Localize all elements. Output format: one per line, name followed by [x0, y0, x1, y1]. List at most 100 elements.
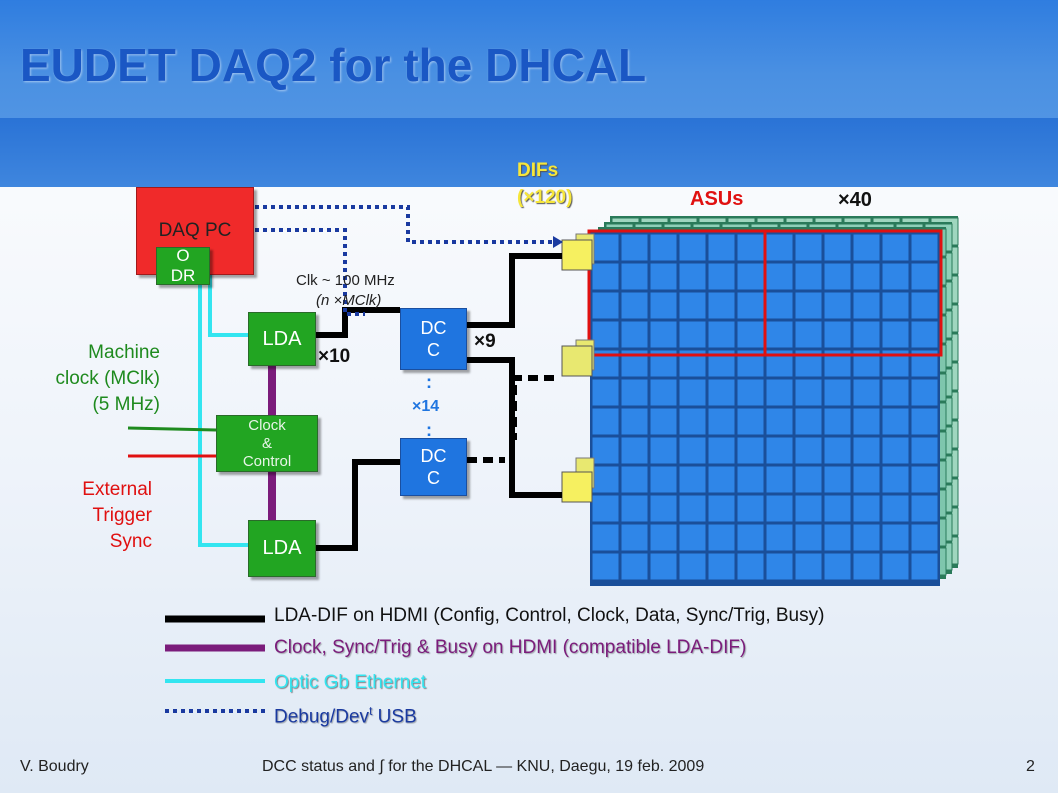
- asu-cell: [678, 523, 707, 552]
- asu-cell: [852, 320, 881, 349]
- asu-cell: [591, 233, 620, 262]
- mult-14-label: ×14: [412, 398, 440, 415]
- asu-cell: [823, 320, 852, 349]
- asu-cell: [591, 291, 620, 320]
- dots-upper: :: [426, 372, 432, 392]
- asu-cell: [736, 407, 765, 436]
- asu-cell: [765, 320, 794, 349]
- asu-cell: [794, 378, 823, 407]
- asu-cell: [707, 494, 736, 523]
- legend-clock-text: Clock, Sync/Trig & Busy on HDMI (compati…: [274, 637, 747, 658]
- asu-highlight-outline: [763, 229, 943, 357]
- asu-cell: [678, 233, 707, 262]
- asu-cell: [794, 320, 823, 349]
- difs-count: (×120): [517, 187, 573, 208]
- asu-cell: [823, 465, 852, 494]
- asu-cell: [707, 407, 736, 436]
- asu-cell: [881, 291, 910, 320]
- mult-10-label: ×10: [318, 346, 351, 367]
- asu-cell: [910, 436, 939, 465]
- dif-top: [561, 239, 593, 271]
- asu-cell: [794, 407, 823, 436]
- header-band: [0, 118, 1058, 187]
- asu-cell: [591, 262, 620, 291]
- asu-cell: [823, 407, 852, 436]
- asu-cell: [620, 320, 649, 349]
- asu-cell: [910, 494, 939, 523]
- asu-cell: [823, 233, 852, 262]
- optic-line-lda-top: [208, 275, 248, 337]
- asu-cell: [620, 552, 649, 581]
- dcc-top-box: DC C: [400, 308, 467, 370]
- asu-cell: [707, 552, 736, 581]
- asu-cell: [707, 523, 736, 552]
- asu-cell: [736, 233, 765, 262]
- external-trigger-label: External Trigger Sync: [82, 479, 152, 552]
- asu-cell: [910, 465, 939, 494]
- asu-cell: [678, 465, 707, 494]
- lda-bottom-box: LDA: [248, 520, 316, 577]
- asu-cell: [620, 378, 649, 407]
- asu-cell: [910, 291, 939, 320]
- asu-cell: [823, 523, 852, 552]
- asu-cell: [881, 465, 910, 494]
- asu-cell: [852, 552, 881, 581]
- asu-cell: [591, 494, 620, 523]
- asu-cell: [823, 378, 852, 407]
- asu-cell: [910, 523, 939, 552]
- page-number: 2: [1026, 758, 1035, 775]
- asu-cell: [678, 320, 707, 349]
- usb-line-dcc: [255, 228, 365, 316]
- asu-cell: [620, 523, 649, 552]
- asu-cell: [881, 233, 910, 262]
- asu-cell: [707, 465, 736, 494]
- legend-debug-text: Debug/Devt USB: [274, 704, 417, 728]
- dif-bottom: [561, 471, 593, 503]
- clock-control-label: Clock & Control: [242, 416, 292, 470]
- asu-cell: [823, 494, 852, 523]
- asu-cell: [910, 262, 939, 291]
- asu-cell: [852, 233, 881, 262]
- asu-cell: [591, 552, 620, 581]
- asu-cell: [823, 291, 852, 320]
- asu-cell: [852, 407, 881, 436]
- asu-cell: [649, 407, 678, 436]
- asu-cell: [736, 436, 765, 465]
- asu-cell: [736, 523, 765, 552]
- asu-cell: [678, 262, 707, 291]
- asu-cell: [765, 436, 794, 465]
- asu-cell: [881, 407, 910, 436]
- asu-cell: [765, 291, 794, 320]
- hdmi-lda-dcc-bottom: [315, 459, 400, 551]
- asu-cell: [649, 523, 678, 552]
- odr-box: O DR: [156, 246, 210, 285]
- asu-cell: [678, 494, 707, 523]
- asu-cell: [591, 320, 620, 349]
- asu-cell: [620, 494, 649, 523]
- footer-author: V. Boudry: [20, 758, 89, 775]
- asu-cell: [823, 262, 852, 291]
- clk-label-1: Clk ~ 100 MHz: [296, 272, 395, 289]
- asus-label: ASUs: [690, 188, 744, 210]
- asu-cell: [823, 552, 852, 581]
- asu-cell: [649, 233, 678, 262]
- dcc-top-label: DC C: [420, 318, 447, 360]
- asu-cell: [794, 233, 823, 262]
- dots-lower: :: [426, 420, 432, 440]
- asu-cell: [736, 465, 765, 494]
- footer-center: DCC status and ∫ for the DHCAL — KNU, Da…: [262, 758, 705, 775]
- asu-cell: [736, 320, 765, 349]
- clock-control-box: Clock & Control: [216, 415, 318, 472]
- asu-cell: [910, 407, 939, 436]
- legend-debug-tail: USB: [372, 706, 417, 728]
- daq-pc-label: DAQ PC: [158, 220, 232, 241]
- asu-cell: [707, 291, 736, 320]
- asu-cell: [765, 262, 794, 291]
- asu-cell: [852, 465, 881, 494]
- asu-cell: [765, 233, 794, 262]
- asu-cell: [765, 407, 794, 436]
- asu-cell: [678, 291, 707, 320]
- asu-cell: [765, 552, 794, 581]
- asu-cell: [649, 291, 678, 320]
- asu-cell: [736, 262, 765, 291]
